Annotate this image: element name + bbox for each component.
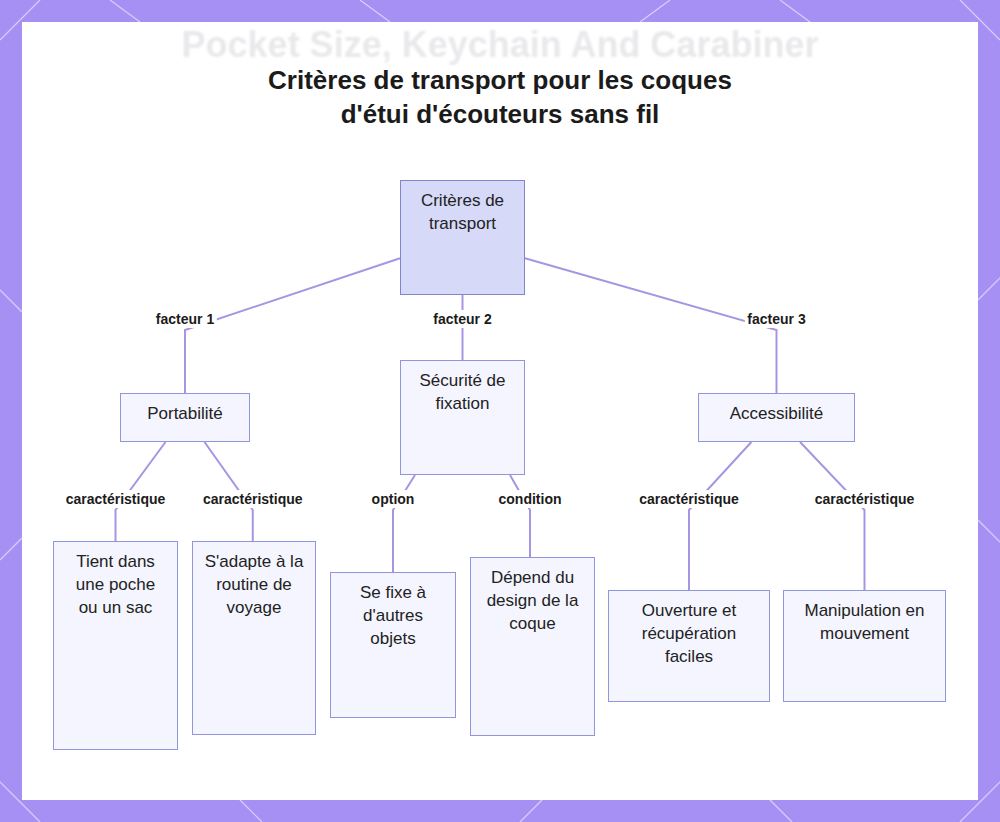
- watermark-text: Pocket Size, Keychain And Carabiner: [0, 24, 1000, 66]
- diagram-title: Critères de transport pour les coques d'…: [265, 63, 735, 131]
- connector-line: [525, 258, 777, 393]
- criteria-box: Ouverture et récupération faciles: [608, 590, 770, 702]
- node-text: Dépend du design de la coque: [481, 566, 584, 635]
- edge-label: condition: [496, 490, 565, 508]
- node-text: S'adapte à la routine de voyage: [203, 550, 305, 619]
- node-text: Manipulation en mouvement: [794, 599, 935, 645]
- edge-label: caractéristique: [200, 490, 306, 508]
- criteria-box: S'adapte à la routine de voyage: [192, 541, 316, 735]
- criteria-box: Portabilité: [120, 393, 250, 442]
- edge-label: caractéristique: [636, 490, 742, 508]
- connector-line: [510, 475, 530, 557]
- edge-label: option: [369, 490, 418, 508]
- edge-label: facteur 2: [430, 310, 494, 328]
- root-box: Critères de transport: [400, 180, 525, 295]
- node-text: Sécurité de fixation: [411, 369, 514, 415]
- node-text: Critères de transport: [411, 189, 514, 235]
- connector-line: [689, 442, 751, 590]
- edge-label: facteur 1: [153, 310, 217, 328]
- edge-label: facteur 3: [744, 310, 808, 328]
- node-text: Se fixe à d'autres objets: [341, 581, 445, 650]
- criteria-box: Accessibilité: [698, 393, 855, 442]
- edge-label: caractéristique: [812, 490, 918, 508]
- node-text: Accessibilité: [730, 402, 824, 425]
- edge-label: caractéristique: [63, 490, 169, 508]
- criteria-box: Sécurité de fixation: [400, 360, 525, 475]
- criteria-box: Dépend du design de la coque: [470, 557, 595, 736]
- criteria-box: Manipulation en mouvement: [783, 590, 946, 702]
- connector-line: [800, 442, 864, 590]
- node-text: Ouverture et récupération faciles: [619, 599, 759, 668]
- connector-line: [185, 258, 400, 393]
- criteria-box: Se fixe à d'autres objets: [330, 572, 456, 718]
- node-text: Portabilité: [147, 402, 223, 425]
- criteria-box: Tient dans une poche ou un sac: [53, 541, 178, 750]
- node-text: Tient dans une poche ou un sac: [64, 550, 167, 619]
